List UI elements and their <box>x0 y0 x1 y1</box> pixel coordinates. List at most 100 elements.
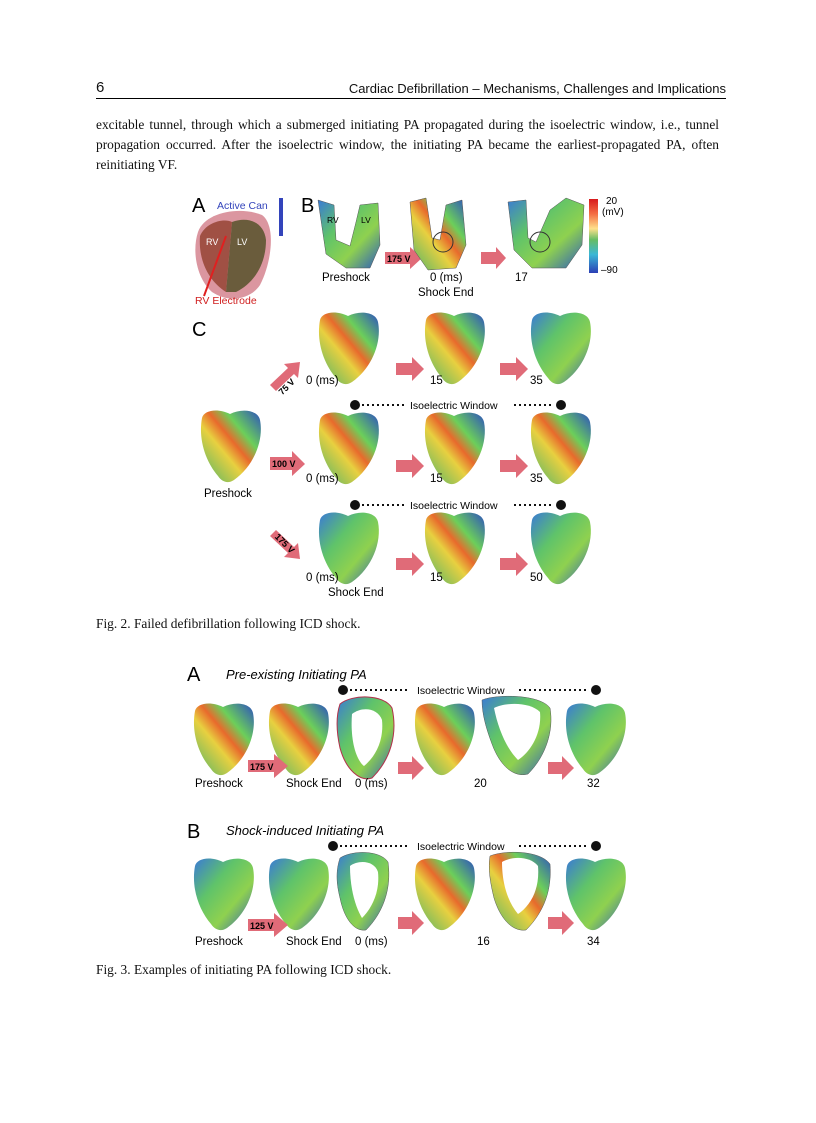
c-row3-arrow-2 <box>500 552 528 576</box>
fig3-b-t1: 16 <box>477 936 490 948</box>
fig2-panel-c-letter: C <box>192 319 206 341</box>
f3a-iso-start-dot <box>338 685 348 695</box>
c-row1-heart-35 <box>530 312 591 385</box>
b-slice-17ms <box>507 197 585 269</box>
fig2-c-row3-t2: 50 <box>530 572 543 584</box>
fig2-a-lv-label: LV <box>237 237 247 247</box>
rv-region <box>199 220 232 292</box>
fig3-b-shock-label: 125 V <box>250 921 274 931</box>
c-row2-arrow-1 <box>396 454 424 478</box>
b-progress-arrow <box>481 247 506 269</box>
c-row1-heart-0 <box>318 312 379 385</box>
colorbar-unit: (mV) <box>602 207 624 218</box>
lv-region <box>226 219 266 292</box>
fig3-caption: Fig. 3. Examples of initiating PA follow… <box>96 962 392 977</box>
c-iso2-end-dot <box>556 500 566 510</box>
figure-2: A Active Can RV LV RV Electrode B RV LV … <box>192 195 624 599</box>
fig3-a-t0: 0 (ms) <box>355 778 388 790</box>
fig2-c-row3-t0: 0 (ms) <box>306 572 339 584</box>
f3b-shock-arrow <box>248 913 288 937</box>
fig2-c-row2-t1: 15 <box>430 473 443 485</box>
fig3-b-t2: 34 <box>587 936 600 948</box>
f3b-arrow-1 <box>398 911 424 935</box>
fig3-b-t0: 0 (ms) <box>355 936 388 948</box>
fig2-c-row2-t2: 35 <box>530 473 543 485</box>
fig2-c-row1-t2: 35 <box>530 375 543 387</box>
fig2-b-shock-label: 175 V <box>387 254 411 264</box>
fig3-b-shock-end: Shock End <box>286 936 342 948</box>
fig2-b-shock-end: Shock End <box>418 287 474 299</box>
rv-electrode-line <box>203 235 227 297</box>
f3b-iso-start-dot <box>328 841 338 851</box>
f3a-heart-32 <box>565 703 626 776</box>
fig2-c-iso2-label: Isoelectric Window <box>410 500 498 512</box>
c-row1-arrow-2 <box>500 357 528 381</box>
fig2-b-rv-label: RV <box>327 215 339 225</box>
f3a-slice-20-hole <box>494 703 541 760</box>
f3a-arrow-1 <box>398 756 424 780</box>
fig2-c-preshock: Preshock <box>204 488 252 500</box>
f3b-slice-0ms-hole <box>350 862 379 918</box>
fig2-caption: Fig. 2. Failed defibrillation following … <box>96 616 361 631</box>
f3a-heart-preshock <box>193 703 254 776</box>
fig2-c-row2-voltage: 100 V <box>272 459 296 469</box>
colorbar <box>589 199 598 273</box>
figure-3: A Pre-existing Initiating PA Isoelectric… <box>187 664 626 948</box>
c-row2-arrow-2 <box>500 454 528 478</box>
f3a-heart-20 <box>414 703 475 776</box>
header-rule <box>96 98 726 99</box>
colorbar-min: –90 <box>601 265 618 276</box>
colorbar-max: 20 <box>606 196 618 207</box>
b-circle-highlight-1 <box>432 231 454 253</box>
f3a-iso-end-dot <box>591 685 601 695</box>
b-slice-preshock <box>317 199 381 269</box>
fig2-c-row1-t0: 0 (ms) <box>306 375 339 387</box>
fig2-b-lv-label: LV <box>361 215 371 225</box>
fig3-panel-a-title: Pre-existing Initiating PA <box>226 667 367 682</box>
b-circle-highlight-2 <box>529 231 551 253</box>
f3b-slice-16-hole <box>502 857 539 914</box>
f3b-heart-34 <box>565 858 626 931</box>
c-row3-arrow-1 <box>396 552 424 576</box>
running-title: Cardiac Defibrillation – Mechanisms, Cha… <box>348 81 726 96</box>
fig2-b-preshock: Preshock <box>322 272 370 284</box>
fig2-rv-electrode-label: RV Electrode <box>195 295 257 307</box>
fig3-a-t2: 32 <box>587 778 600 790</box>
b-slice-0ms <box>409 197 467 271</box>
fig2-panel-b-letter: B <box>301 195 314 217</box>
fig2-c-row3-shock-end: Shock End <box>328 587 384 599</box>
fig2-active-can-label: Active Can <box>217 200 268 212</box>
c-row3-shock-arrow <box>270 530 300 559</box>
body-paragraph: excitable tunnel, through which a submer… <box>96 117 719 172</box>
fig2-c-row1-t1: 15 <box>430 375 443 387</box>
active-can-bar <box>279 198 283 236</box>
f3b-iso-end-dot <box>591 841 601 851</box>
fig2-b-time-0: 0 (ms) <box>430 272 463 284</box>
fig3-panel-a-letter: A <box>187 664 201 686</box>
c-iso1-start-dot <box>350 400 360 410</box>
c-row1-shock-arrow <box>270 362 300 391</box>
f3b-heart-16 <box>414 858 475 931</box>
c-iso1-end-dot <box>556 400 566 410</box>
c-preshock-heart <box>200 410 261 483</box>
fig3-a-shock-label: 175 V <box>250 762 274 772</box>
fig3-a-preshock: Preshock <box>195 778 243 790</box>
fig2-panel-a-letter: A <box>192 195 206 217</box>
fig2-c-row3-t1: 15 <box>430 572 443 584</box>
fig3-a-shock-end: Shock End <box>286 778 342 790</box>
fig2-a-rv-label: RV <box>206 237 218 247</box>
page-number: 6 <box>96 79 105 96</box>
fig3-panel-b-title: Shock-induced Initiating PA <box>226 823 384 838</box>
fig3-a-t1: 20 <box>474 778 487 790</box>
fig2-b-time-17: 17 <box>515 272 528 284</box>
c-row1-arrow-1 <box>396 357 424 381</box>
fig3-panel-b-letter: B <box>187 821 200 843</box>
c-row2-shock-arrow <box>270 451 305 476</box>
b-shock-arrow <box>385 247 422 269</box>
f3a-shock-arrow <box>248 754 288 778</box>
c-iso2-start-dot <box>350 500 360 510</box>
fig3-b-preshock: Preshock <box>195 936 243 948</box>
fig2-c-iso1-label: Isoelectric Window <box>410 400 498 412</box>
fig3-b-iso-label: Isoelectric Window <box>417 841 505 853</box>
f3b-arrow-2 <box>548 911 574 935</box>
